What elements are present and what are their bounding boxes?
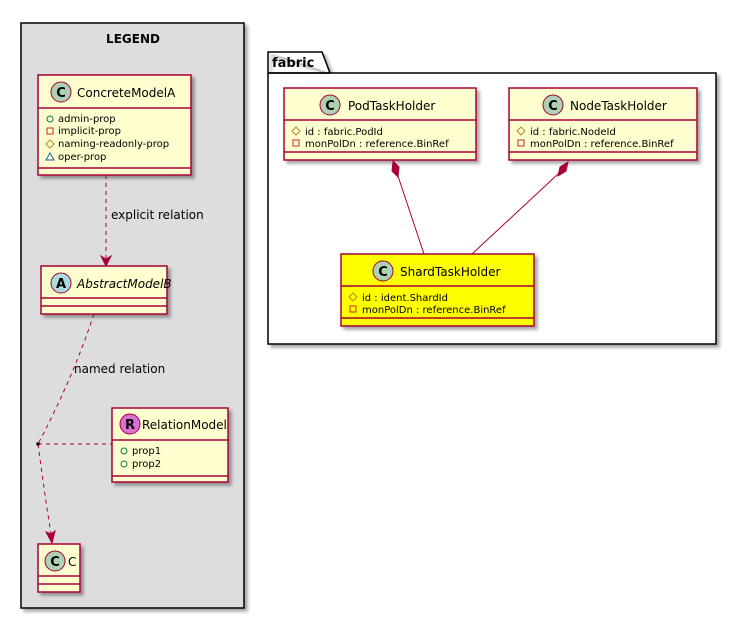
class-name: C — [68, 555, 76, 569]
edge-explicit-relation: explicit relation — [99, 175, 204, 268]
class-name: AbstractModelB — [76, 277, 172, 291]
svg-text:C: C — [378, 265, 388, 280]
protected-marker-icon — [45, 139, 55, 149]
class-node-task-holder: C NodeTaskHolder id : fabric.NodeId monP… — [508, 87, 698, 161]
edge-node-shard-composition — [471, 160, 569, 255]
attribute: monPolDn : reference.BinRef — [305, 139, 449, 150]
class-name: ConcreteModelA — [77, 86, 176, 100]
class-name: PodTaskHolder — [348, 99, 435, 113]
class-a-icon: A — [50, 272, 72, 294]
class-abstract-model-b: A AbstractModelB — [40, 265, 172, 315]
attribute: prop2 — [132, 459, 161, 470]
package-marker-icon — [45, 151, 55, 161]
svg-text:C: C — [50, 555, 60, 570]
protected-marker-icon — [291, 126, 301, 136]
svg-text:C: C — [56, 86, 66, 101]
class-c: C C — [37, 543, 81, 593]
public-marker-icon — [46, 115, 54, 123]
edge-label: explicit relation — [111, 208, 204, 222]
arrowhead-icon — [99, 254, 113, 268]
attribute: id : fabric.NodeId — [530, 127, 616, 138]
class-c-icon: C — [50, 81, 72, 103]
class-c-icon: C — [372, 260, 394, 282]
protected-marker-icon — [348, 292, 358, 302]
svg-text:C: C — [548, 99, 558, 114]
class-name: RelationModel — [142, 418, 227, 432]
private-marker-icon — [349, 305, 357, 313]
svg-text:A: A — [56, 277, 66, 292]
public-marker-icon — [120, 460, 128, 468]
attribute: admin-prop — [58, 114, 116, 125]
svg-text:C: C — [325, 99, 335, 114]
attribute: prop1 — [132, 446, 161, 457]
edge-pod-shard-composition — [391, 159, 425, 255]
attribute: oper-prop — [58, 152, 106, 163]
attribute: monPolDn : reference.BinRef — [362, 305, 506, 316]
svg-text:R: R — [125, 418, 135, 433]
class-c-icon: C — [319, 94, 341, 116]
private-marker-icon — [292, 139, 300, 147]
composition-diamond-icon — [557, 160, 569, 178]
class-name: NodeTaskHolder — [570, 99, 667, 113]
attribute: monPolDn : reference.BinRef — [530, 139, 674, 150]
public-marker-icon — [120, 447, 128, 455]
attribute: implicit-prop — [58, 126, 121, 137]
protected-marker-icon — [516, 126, 526, 136]
class-c-icon: C — [542, 94, 564, 116]
legend-title: LEGEND — [106, 32, 160, 46]
class-r-icon: R — [119, 413, 141, 435]
attribute: id : ident.ShardId — [362, 293, 448, 304]
class-relation-model: R RelationModel prop1 prop2 — [111, 407, 229, 483]
class-shard-task-holder: C ShardTaskHolder id : ident.ShardId mon… — [340, 253, 535, 327]
class-name: ShardTaskHolder — [400, 265, 501, 279]
edge-label: named relation — [74, 362, 165, 376]
class-pod-task-holder: C PodTaskHolder id : fabric.PodId monPol… — [283, 87, 477, 161]
class-concrete-model-a: C ConcreteModelA admin-prop implicit-pro… — [37, 74, 192, 176]
class-c-icon: C — [44, 550, 66, 572]
arrowhead-icon — [44, 529, 56, 545]
attribute: id : fabric.PodId — [305, 127, 383, 138]
composition-diamond-icon — [391, 159, 400, 179]
private-marker-icon — [517, 139, 525, 147]
edge-named-relation: named relation — [36, 313, 165, 545]
attribute: naming-readonly-prop — [58, 139, 169, 150]
private-marker-icon — [46, 127, 54, 135]
package-name: fabric — [272, 56, 314, 71]
